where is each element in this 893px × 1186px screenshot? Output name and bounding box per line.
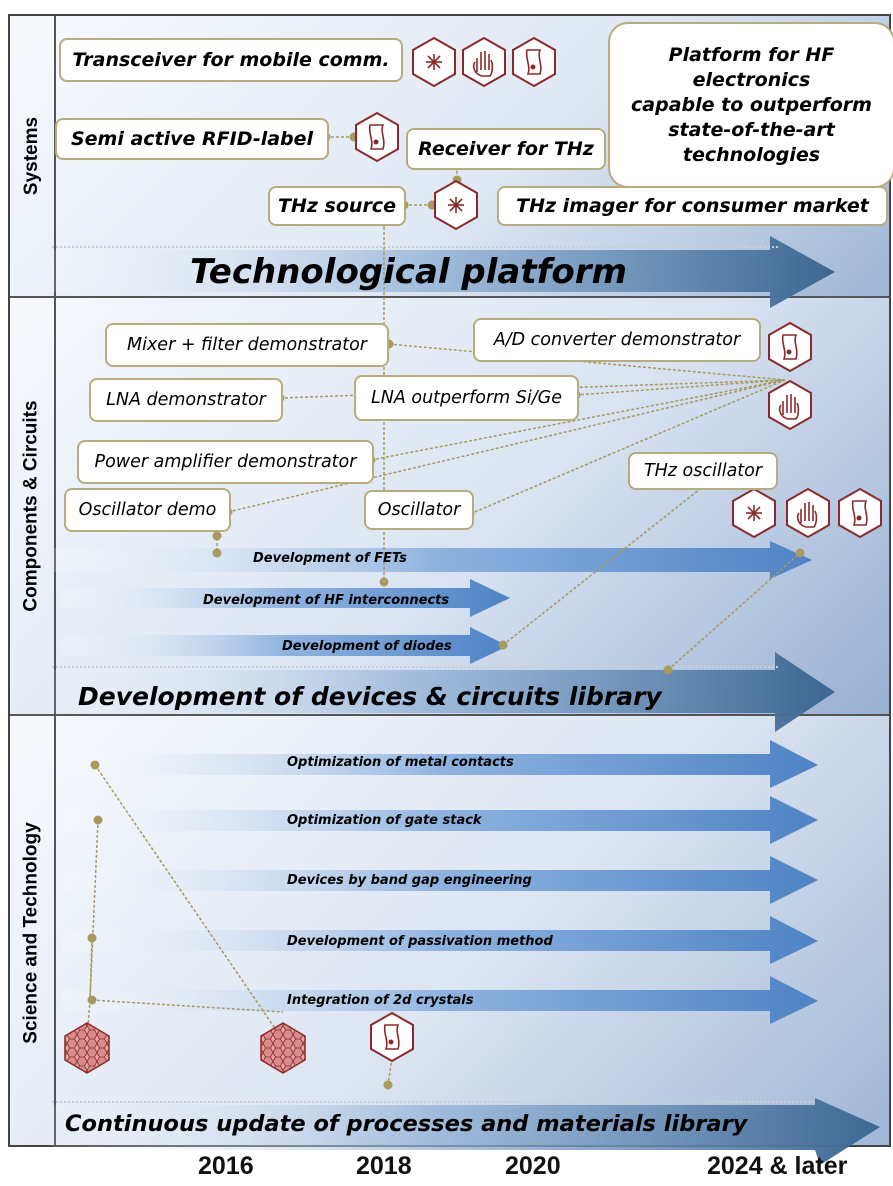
band-gap-arrow	[62, 856, 818, 904]
nanostructure-icon	[64, 1022, 110, 1074]
year-2016: 2016	[198, 1152, 254, 1180]
receiver-box: Receiver for THz	[406, 128, 606, 170]
hand-icon	[462, 37, 506, 87]
technological-platform-arrow	[52, 236, 835, 308]
rfid-label-box: Semi active RFID-label	[55, 118, 329, 160]
crystals-label: Integration of 2d crystals	[287, 993, 474, 1008]
devices-library-arrow	[52, 652, 835, 732]
platform-goal-line-3: capable to outperform	[631, 93, 872, 116]
devices-library-label: Development of devices & circuits librar…	[78, 682, 662, 711]
fets-arrow	[54, 541, 812, 579]
transceiver-box: Transceiver for mobile comm.	[59, 38, 403, 82]
platform-goal-box: Platform for HF electronics capable to o…	[608, 22, 893, 188]
rfid-tag-icon-4	[838, 488, 882, 538]
adc-box: A/D converter demonstrator	[473, 318, 761, 362]
interconnects-arrow	[60, 579, 510, 617]
rfid-tag-icon-5	[370, 1012, 414, 1062]
band-divider-1	[10, 296, 889, 298]
gate-stack-label: Optimization of gate stack	[287, 813, 482, 828]
platform-goal-line-1: Platform for HF	[668, 43, 835, 66]
materials-library-arrow	[52, 1098, 880, 1165]
thz-source-box: THz source	[268, 186, 406, 226]
lna-sige-box: LNA outperform Si/Ge	[354, 375, 579, 421]
materials-library-label: Continuous update of processes and mater…	[65, 1111, 748, 1137]
diodes-label: Development of diodes	[282, 639, 452, 654]
laser-icon	[412, 37, 456, 87]
laser-icon-3	[732, 488, 776, 538]
thz-imager-box: THz imager for consumer market	[497, 186, 888, 226]
metal-contacts-label: Optimization of metal contacts	[287, 755, 514, 770]
platform-goal-line-5: technologies	[682, 143, 821, 166]
hand-icon-2	[768, 380, 812, 430]
rfid-tag-icon	[512, 37, 556, 87]
oscillator-box: Oscillator	[364, 490, 474, 530]
year-2024-later: 2024 & later	[707, 1152, 848, 1180]
platform-goal-line-2: electronics	[692, 68, 811, 91]
band-gap-label: Devices by band gap engineering	[287, 873, 532, 888]
passivation-label: Development of passivation method	[287, 934, 553, 949]
band-divider-2	[10, 714, 889, 716]
mixer-filter-box: Mixer + filter demonstrator	[105, 323, 389, 367]
crystals-arrow	[62, 976, 818, 1024]
power-amp-box: Power amplifier demonstrator	[77, 440, 374, 484]
metal-contacts-arrow	[62, 740, 818, 788]
thz-oscillator-box: THz oscillator	[628, 452, 778, 490]
nanostructure-icon-2	[260, 1022, 306, 1074]
interconnects-label: Development of HF interconnects	[203, 593, 450, 608]
rfid-tag-icon-3	[768, 322, 812, 372]
passivation-arrow	[62, 916, 818, 964]
fets-label: Development of FETs	[253, 551, 407, 566]
lna-box: LNA demonstrator	[89, 378, 283, 422]
gate-stack-arrow	[62, 796, 818, 844]
rfid-tag-icon-2	[355, 112, 399, 162]
laser-icon-2	[434, 180, 478, 230]
year-2018: 2018	[356, 1152, 412, 1180]
row-label-column-divider	[54, 16, 56, 1145]
year-2020: 2020	[505, 1152, 561, 1180]
technological-platform-label: Technological platform	[190, 252, 627, 292]
platform-goal-line-4: state-of-the-art	[668, 118, 835, 141]
diodes-arrow	[60, 627, 508, 664]
hand-icon-3	[786, 488, 830, 538]
oscillator-demo-box: Oscillator demo	[64, 488, 231, 532]
